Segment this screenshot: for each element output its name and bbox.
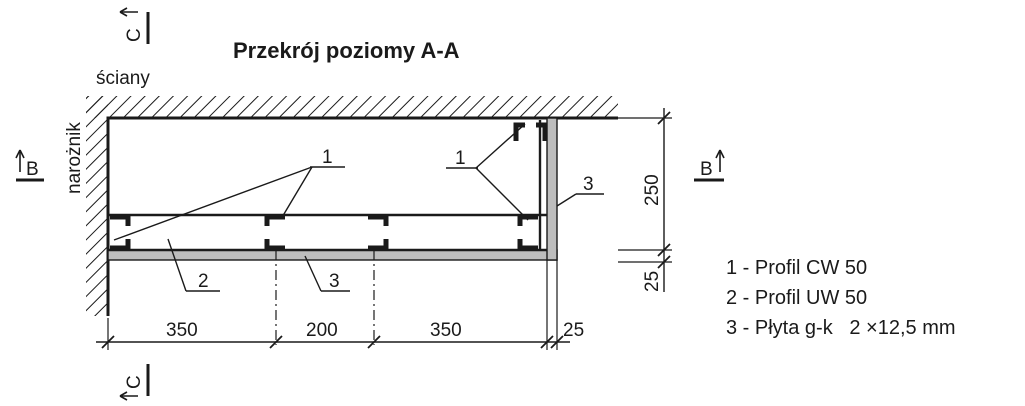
callout-label-1-left: 1: [322, 147, 333, 168]
plasterboard: [107, 117, 558, 261]
stud-frame: [108, 120, 547, 252]
section-label-b-right: B: [700, 159, 713, 180]
legend-item-2: 2 - Profil UW 50: [726, 287, 867, 309]
section-mark-b-left: B: [15, 149, 44, 182]
dimension-chain-horizontal: 350 200 350 25: [96, 260, 584, 350]
callout-1-left: 1: [113, 147, 345, 241]
existing-walls: [86, 96, 618, 316]
dimension-chain-vertical: 250 25: [618, 108, 672, 292]
section-mark-c-top: C: [119, 7, 150, 44]
dimension-label-vertical-2: 25: [642, 271, 663, 292]
arrow-left-icon: [119, 391, 128, 401]
arrow-up-icon: [15, 149, 25, 159]
callout-3-right: 3: [556, 174, 604, 207]
legend: 1 - Profil CW 50 2 - Profil UW 50 3 - Pł…: [726, 257, 956, 339]
arrow-up-icon: [715, 149, 725, 159]
profiles: [110, 122, 548, 251]
dimension-label-vertical-1: 250: [642, 174, 663, 206]
profile-cw-mid-left: [264, 214, 285, 251]
arrow-left-icon: [119, 7, 128, 17]
profile-uw-end: [110, 214, 131, 251]
legend-item-3: 3 - Płyta g-k 2 ×12,5 mm: [726, 317, 956, 339]
dimension-label-4: 25: [563, 320, 584, 341]
section-label-c-top: C: [124, 28, 145, 42]
callout-3-bottom: 3: [304, 255, 350, 292]
callout-2: 2: [167, 238, 220, 292]
section-mark-b-right: B: [694, 149, 725, 182]
callout-label-3-right: 3: [583, 174, 594, 195]
dimension-label-2: 200: [306, 320, 338, 341]
callout-label-3-bottom: 3: [329, 271, 340, 292]
wall-left-hatch: [86, 96, 108, 316]
callout-label-1-right: 1: [455, 148, 466, 169]
section-label-b-left: B: [26, 159, 39, 180]
wall-label-left: narożnik: [64, 122, 85, 194]
axis-lines: [275, 250, 375, 345]
callout-label-2: 2: [198, 271, 209, 292]
dimension-label-3: 350: [430, 320, 462, 341]
profile-cw-mid-right: [368, 214, 389, 251]
section-mark-c-bottom: C: [119, 364, 150, 401]
profile-cw-corner-bottom: [517, 214, 538, 251]
dimension-label-1: 350: [166, 320, 198, 341]
legend-item-1: 1 - Profil CW 50: [726, 257, 867, 279]
drawing-title: Przekrój poziomy A-A: [233, 38, 460, 63]
board-right: [546, 117, 558, 261]
callout-1-right: 1: [446, 123, 529, 221]
wall-top-hatch: [86, 96, 618, 118]
section-label-c-bottom: C: [124, 375, 145, 389]
wall-label-top: ściany: [96, 68, 150, 89]
profile-cw-corner-top: [513, 122, 548, 141]
